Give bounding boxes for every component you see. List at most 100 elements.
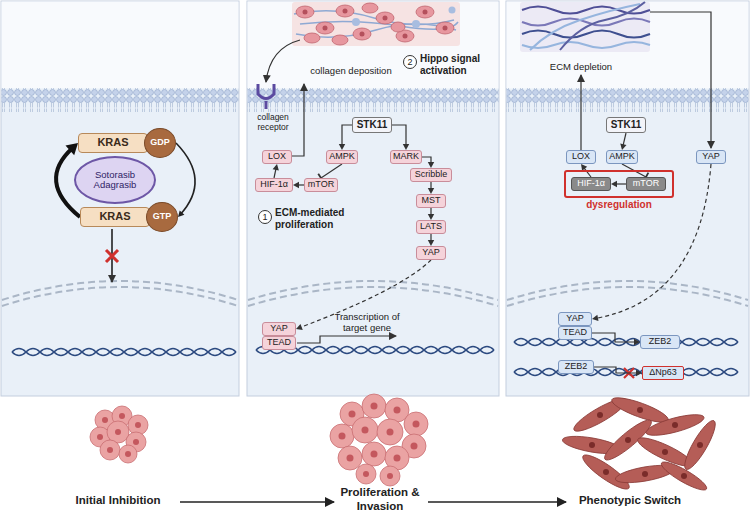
- stage-arrow: [180, 501, 334, 503]
- small-tumor: [97, 434, 103, 440]
- connector: [428, 182, 434, 194]
- connector: [592, 333, 640, 345]
- label-text: collagen deposition: [305, 66, 397, 77]
- section-heading: Hippo signal activation: [420, 53, 498, 76]
- collagen-illustration: [303, 9, 448, 39]
- collagen-receptor: [258, 84, 274, 99]
- small-tumor: [115, 429, 121, 435]
- collagen-illustration: [304, 33, 320, 43]
- growing-tumor: [339, 403, 420, 480]
- collagen-illustration: [353, 28, 371, 40]
- stage-arrow: [428, 501, 566, 503]
- node-text: YAP: [270, 324, 287, 333]
- growing-tumor: [387, 429, 394, 436]
- connector: [422, 157, 434, 168]
- cell-membrane: [248, 88, 499, 112]
- collagen-illustration: [416, 6, 434, 18]
- arrow-head: [65, 143, 78, 155]
- node-text: HIF-1α: [260, 180, 288, 189]
- protein-box: KRAS: [80, 207, 150, 227]
- connector: [581, 164, 591, 177]
- collagen-illustration: [296, 3, 454, 45]
- node-text: AMPK: [609, 152, 635, 161]
- label-text: ECM depletion: [540, 62, 622, 73]
- collagen-illustration: [316, 22, 334, 34]
- connector: [339, 125, 352, 150]
- growing-tumor: [380, 466, 400, 486]
- collagen-illustration: [296, 6, 314, 18]
- growing-tumor: [404, 412, 428, 436]
- node-text: mTOR: [633, 179, 659, 188]
- protein-box: LOX: [262, 150, 292, 164]
- small-tumor: [102, 417, 108, 423]
- panel-background: [507, 2, 749, 89]
- connector-line: [594, 367, 639, 373]
- growing-tumor: [363, 471, 369, 477]
- box-heading: dysregulation: [546, 200, 692, 211]
- node-text: Sotorasib Adagrasib: [88, 170, 142, 190]
- panel-background: [506, 1, 749, 396]
- cell-membrane: [507, 88, 749, 112]
- protein-box: YAP: [558, 312, 592, 326]
- collagen-illustration: [449, 7, 456, 14]
- small-tumor: [90, 406, 148, 463]
- spindle-cells: [662, 449, 668, 455]
- protein-box: LATS: [416, 220, 446, 234]
- protein-box: mTOR: [304, 178, 338, 192]
- pathway-arrow: [112, 12, 711, 343]
- connector-line: [622, 164, 646, 177]
- collagen-illustration: [352, 7, 456, 29]
- collagen-illustration: [383, 16, 388, 21]
- callout-number: 2: [403, 55, 417, 69]
- arrow-head: [592, 315, 598, 321]
- nuclear-envelope: [507, 287, 748, 306]
- nucleotide-circle: GTP: [146, 202, 178, 232]
- cell-membrane: [2, 88, 239, 112]
- node-text: mTOR: [308, 180, 334, 189]
- stage-label: Phenotypic Switch: [570, 494, 690, 508]
- protein-box: KRAS: [78, 133, 148, 153]
- node-text: GTP: [153, 212, 172, 221]
- growing-tumor: [362, 427, 369, 434]
- collagen-illustration: [360, 32, 365, 37]
- arrow-head: [620, 143, 626, 150]
- collagen-illustration: [423, 10, 428, 15]
- protein-box: HIF-1α: [255, 178, 293, 192]
- collagen-illustration: [332, 35, 348, 45]
- protein-box: YAP: [262, 322, 296, 336]
- node-text: ΔNp63: [649, 368, 677, 377]
- spindle-cells: [625, 437, 631, 443]
- growing-tumor: [352, 417, 378, 443]
- collagen-illustration: [336, 5, 354, 17]
- pathway-arrow: [266, 40, 300, 82]
- ecm-illustration: [522, 31, 650, 38]
- spindle-cells: [697, 442, 703, 448]
- spindle-cells: [681, 473, 687, 479]
- arrow-head: [178, 210, 184, 217]
- panel-background: [1, 1, 239, 396]
- ecm-illustration: [520, 2, 650, 52]
- node-text: STK11: [357, 120, 388, 131]
- connector: [594, 367, 642, 376]
- connector-line: [176, 143, 195, 215]
- collagen-illustration: [323, 26, 328, 31]
- gene-box: ZEB2: [640, 335, 680, 349]
- connector: [273, 164, 279, 178]
- growing-tumor: [349, 411, 356, 418]
- node-text: MARK: [393, 152, 419, 161]
- stage-label: Initial Inhibition: [58, 494, 178, 508]
- node-text: STK11: [611, 120, 642, 131]
- growing-tumor: [330, 394, 428, 486]
- connector: [293, 182, 304, 188]
- dna-helix: [12, 349, 236, 356]
- spindle-cells: [603, 469, 609, 475]
- panel-background: [247, 1, 499, 396]
- collagen-receptor: [265, 101, 268, 109]
- protein-box: ZEB2: [558, 360, 594, 374]
- node-text: LATS: [420, 222, 442, 231]
- small-tumor: [90, 406, 148, 463]
- small-tumor: [135, 422, 141, 428]
- connector: [428, 208, 434, 220]
